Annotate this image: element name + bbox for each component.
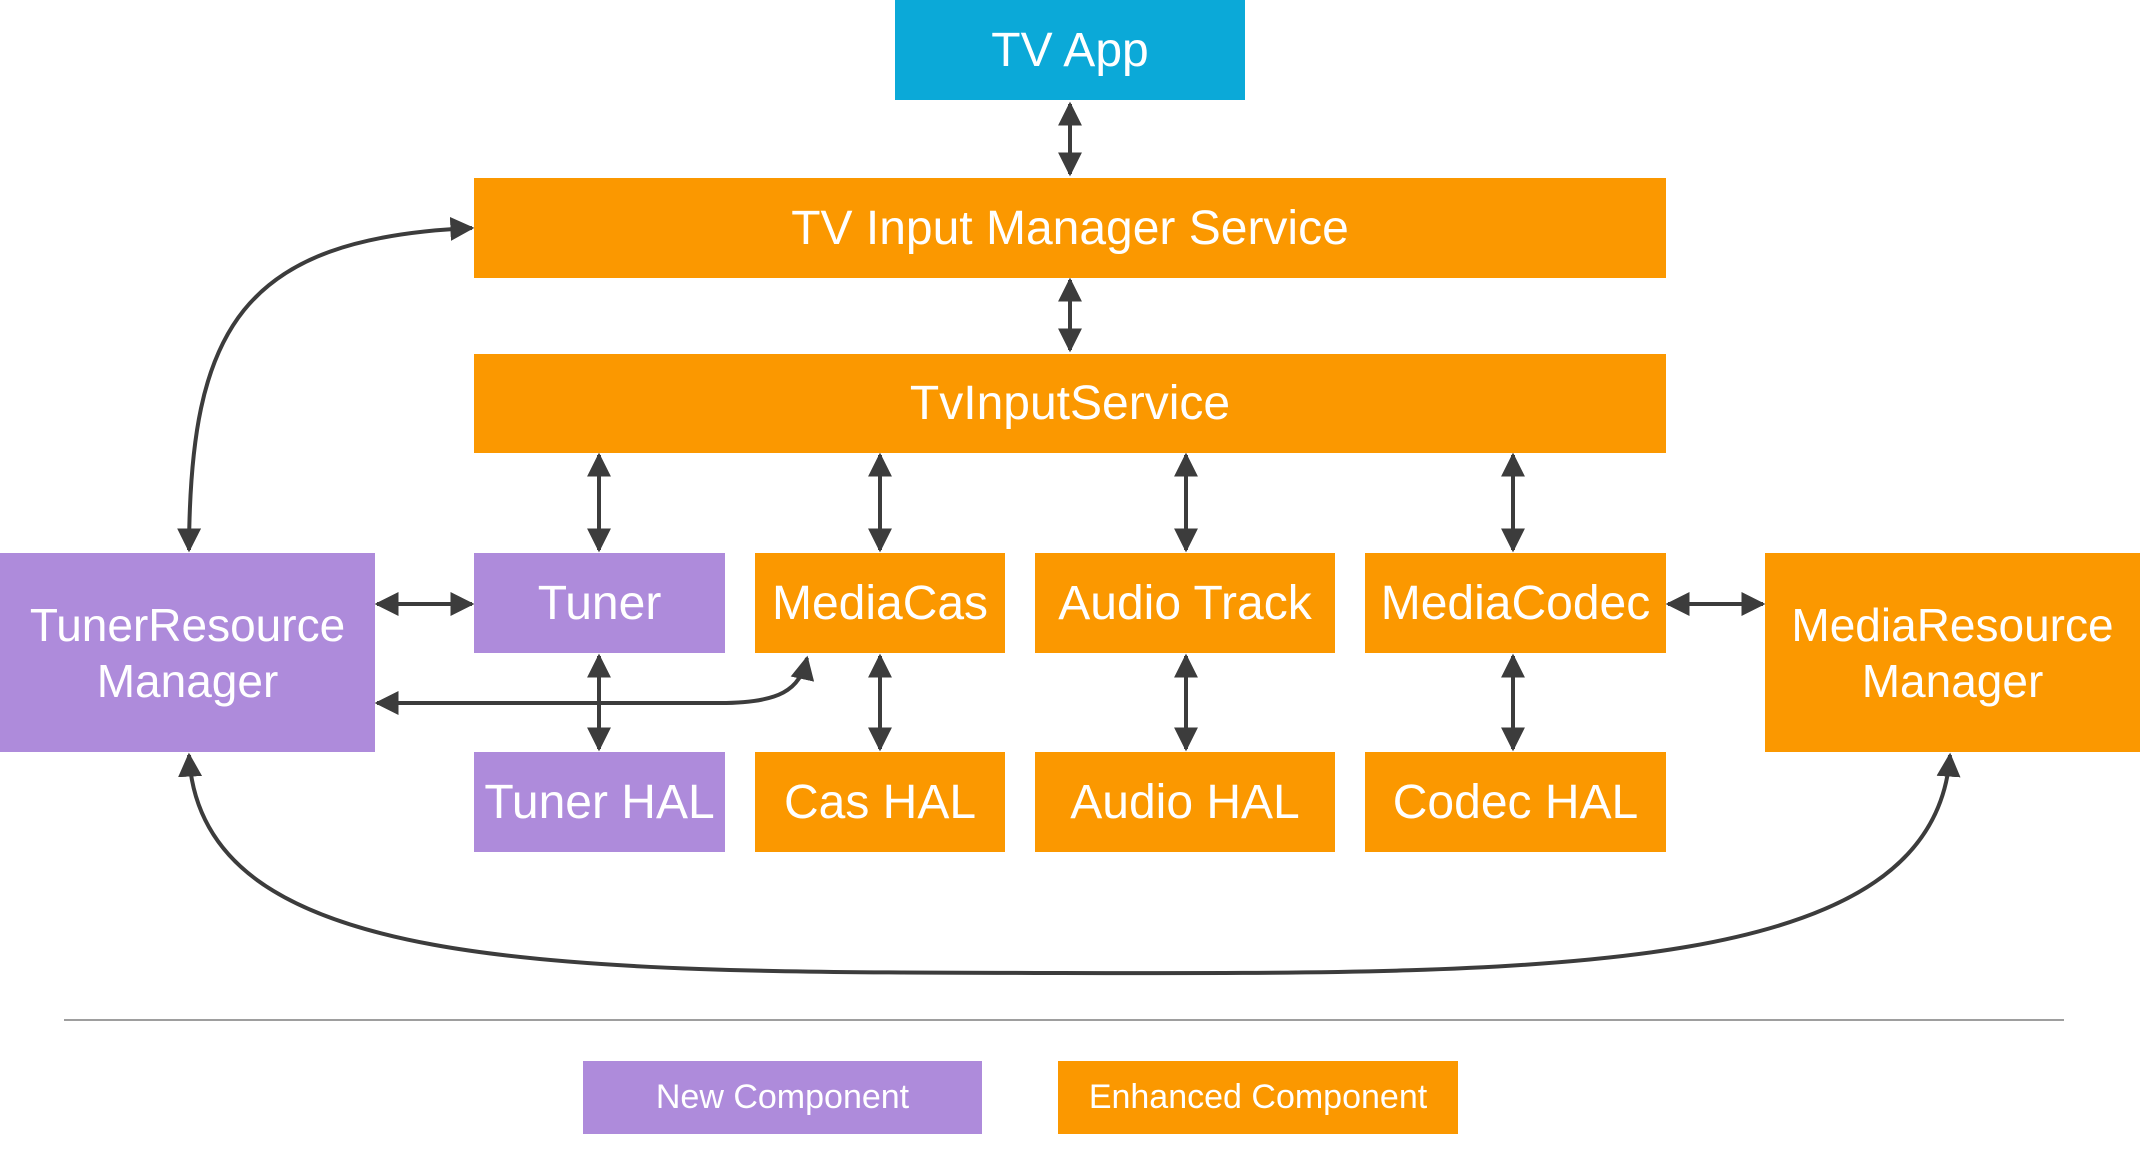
audio-hal-label: Audio HAL: [1070, 775, 1300, 829]
legend-divider: [64, 1019, 2064, 1021]
tuner-label: Tuner: [537, 576, 662, 630]
arrow-tuner-resource-manager-to-manager-service: [177, 216, 475, 553]
media-resource-manager-label-line1: MediaResource: [1791, 598, 2114, 651]
audio-track-label: Audio Track: [1058, 576, 1312, 630]
mediacas-label: MediaCas: [771, 576, 989, 630]
tuner-hal-label: Tuner HAL: [484, 775, 715, 829]
legend-enhanced-component-label: Enhanced Component: [1088, 1078, 1428, 1116]
tv-app-box: TV App: [895, 0, 1245, 100]
audio-hal-box: Audio HAL: [1035, 752, 1335, 852]
tuner-resource-manager-label-line1: TunerResource: [29, 598, 346, 651]
media-resource-manager-label-line2: Manager: [1861, 654, 2044, 707]
tuner-resource-manager-box: TunerResource Manager: [0, 553, 375, 752]
tuner-hal-box: Tuner HAL: [474, 752, 725, 852]
legend-new-component-label: New Component: [655, 1078, 910, 1116]
tv-input-manager-service-label: TV Input Manager Service: [791, 201, 1349, 255]
tv-app-label: TV App: [991, 23, 1149, 77]
mediacodec-box: MediaCodec: [1365, 553, 1666, 653]
mediacas-box: MediaCas: [755, 553, 1005, 653]
arrow-tuner-resource-manager-to-media-resource-manager: [178, 752, 1961, 976]
tv-input-service-box: TvInputService: [474, 354, 1666, 453]
audio-track-box: Audio Track: [1035, 553, 1335, 653]
media-resource-manager-box: MediaResource Manager: [1765, 553, 2140, 752]
arrow-tuner-resource-manager-to-mediacas: [374, 655, 815, 715]
cas-hal-label: Cas HAL: [783, 775, 977, 829]
codec-hal-label: Codec HAL: [1392, 775, 1639, 829]
legend-new-component: New Component: [583, 1061, 982, 1134]
mediacodec-label: MediaCodec: [1380, 576, 1651, 630]
tv-input-service-label: TvInputService: [909, 377, 1231, 430]
cas-hal-box: Cas HAL: [755, 752, 1005, 852]
tuner-resource-manager-label-line2: Manager: [96, 654, 279, 707]
codec-hal-box: Codec HAL: [1365, 752, 1666, 852]
tuner-box: Tuner: [474, 553, 725, 653]
tv-input-manager-service-box: TV Input Manager Service: [474, 178, 1666, 278]
legend-enhanced-component: Enhanced Component: [1058, 1061, 1458, 1134]
